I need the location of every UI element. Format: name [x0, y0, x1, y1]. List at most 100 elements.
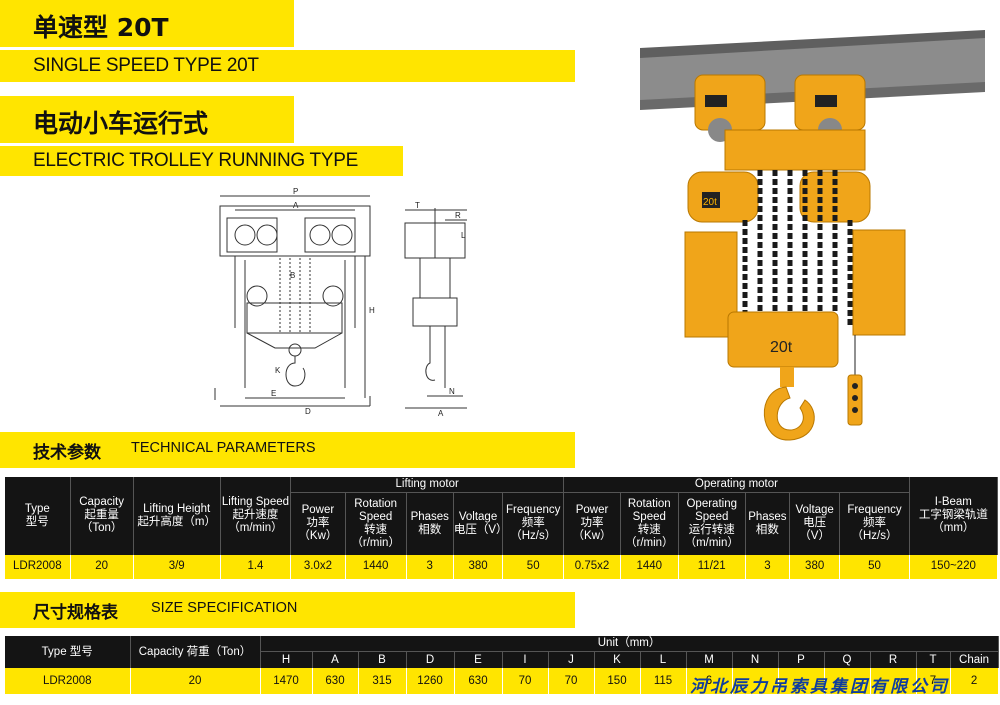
tech-section-zh: 技术参数 [33, 443, 101, 463]
size-cell-p [778, 668, 825, 694]
tech-cell-op-voltage: 380 [789, 554, 841, 579]
title-zh: 单速型 20T [33, 13, 169, 42]
size-th-m: M [686, 651, 733, 668]
size-th-type: Type 型号 [5, 636, 131, 668]
dim-label-a: A [293, 201, 299, 210]
size-section-header: 尺寸规格表 SIZE SPECIFICATION [0, 592, 575, 628]
size-th-i: I [502, 651, 549, 668]
tech-cell-lift-phases: 3 [406, 554, 454, 579]
size-section-zh: 尺寸规格表 [33, 603, 118, 623]
size-th-chain: Chain [950, 651, 999, 668]
size-cell-a: 630 [312, 668, 359, 694]
tech-cell-op-frequency: 50 [839, 554, 910, 579]
tech-cell-i-beam: 150~220 [909, 554, 999, 579]
size-th-b: B [358, 651, 407, 668]
tech-cell-lifting-speed: 1.4 [220, 554, 292, 579]
size-cell-n [732, 668, 779, 694]
tech-group-operating-motor: Operating motor [563, 477, 910, 493]
size-cell-b: 315 [358, 668, 407, 694]
dim-label-n: N [449, 387, 455, 396]
tech-section-en: TECHNICAL PARAMETERS [131, 440, 316, 456]
size-th-k: K [594, 651, 641, 668]
size-th-j: J [548, 651, 595, 668]
size-th-d: D [406, 651, 455, 668]
dim-label-b: B [290, 271, 295, 280]
tech-cell-lift-power: 3.0x2 [290, 554, 346, 579]
size-section-en: SIZE SPECIFICATION [151, 600, 298, 616]
company-watermark: 河北辰力吊索具集团有限公司 [690, 677, 950, 697]
size-th-capacity: Capacity 荷重（Ton） [130, 636, 261, 668]
dim-label-r: R [455, 211, 461, 220]
size-th-l: L [640, 651, 687, 668]
size-cell-h: 1470 [260, 668, 313, 694]
size-cell-i: 70 [502, 668, 549, 694]
size-cell-k: 150 [594, 668, 641, 694]
subtitle-band: 电动小车运行式 [0, 96, 294, 143]
size-th-p: P [778, 651, 825, 668]
dim-label-l: L [461, 231, 466, 240]
size-cell-m: 6 [686, 668, 733, 694]
subtitle-en-band: ELECTRIC TROLLEY RUNNING TYPE [0, 146, 403, 176]
dim-label-h: H [369, 306, 375, 315]
tech-cell-lift-rotation: 1440 [345, 554, 407, 579]
size-th-a: A [312, 651, 359, 668]
tech-cell-op-phases: 3 [745, 554, 790, 579]
dim-label-e: E [271, 389, 276, 398]
size-th-q: Q [824, 651, 871, 668]
tech-group-lifting-motor: Lifting motor [290, 477, 565, 493]
size-data-row: LDR2008 20 1470 630 315 1260 630 70 70 1… [5, 668, 999, 694]
size-cell-t: 7 [916, 668, 951, 694]
size-cell-j: 70 [548, 668, 595, 694]
size-cell-q [824, 668, 871, 694]
subtitle-zh: 电动小车运行式 [33, 109, 209, 138]
size-cell-d: 1260 [406, 668, 455, 694]
size-cell-type: LDR2008 [5, 668, 131, 694]
tech-cell-op-speed: 11/21 [678, 554, 746, 579]
tech-cell-capacity: 20 [70, 554, 134, 579]
title-en: SINGLE SPEED TYPE 20T [33, 55, 259, 76]
tech-cell-type: LDR2008 [5, 554, 71, 579]
size-th-r: R [870, 651, 917, 668]
tech-data-row: LDR2008 20 3/9 1.4 3.0x2 1440 3 380 50 0… [5, 554, 999, 579]
tech-cell-lifting-height: 3/9 [133, 554, 221, 579]
size-th-n: N [732, 651, 779, 668]
motor-capacity-mark: 20t [703, 197, 717, 208]
size-cell-chain: 2 [950, 668, 999, 694]
dim-label-p: P [293, 188, 298, 196]
dim-label-a-side: A [438, 409, 444, 418]
size-cell-capacity: 20 [130, 668, 261, 694]
size-th-h: H [260, 651, 313, 668]
dim-label-t: T [415, 201, 420, 210]
tech-cell-lift-voltage: 380 [453, 554, 504, 579]
size-cell-e: 630 [454, 668, 503, 694]
subtitle-en: ELECTRIC TROLLEY RUNNING TYPE [33, 150, 358, 171]
title-band: 单速型 20T [0, 0, 294, 47]
tech-cell-lift-frequency: 50 [502, 554, 565, 579]
dim-label-d: D [305, 407, 311, 416]
title-en-band: SINGLE SPEED TYPE 20T [0, 50, 575, 82]
hook-block-capacity-mark: 20t [770, 339, 793, 356]
tech-cell-op-rotation: 1440 [620, 554, 679, 579]
size-cell-r [870, 668, 917, 694]
size-th-unit: Unit（mm） [260, 636, 999, 652]
size-th-e: E [454, 651, 503, 668]
size-th-t: T [916, 651, 951, 668]
tech-cell-op-power: 0.75x2 [563, 554, 621, 579]
tech-section-header: 技术参数 TECHNICAL PARAMETERS [0, 432, 575, 468]
size-spec-table: Type 型号 Capacity 荷重（Ton） Unit（mm） H A B … [5, 636, 999, 694]
